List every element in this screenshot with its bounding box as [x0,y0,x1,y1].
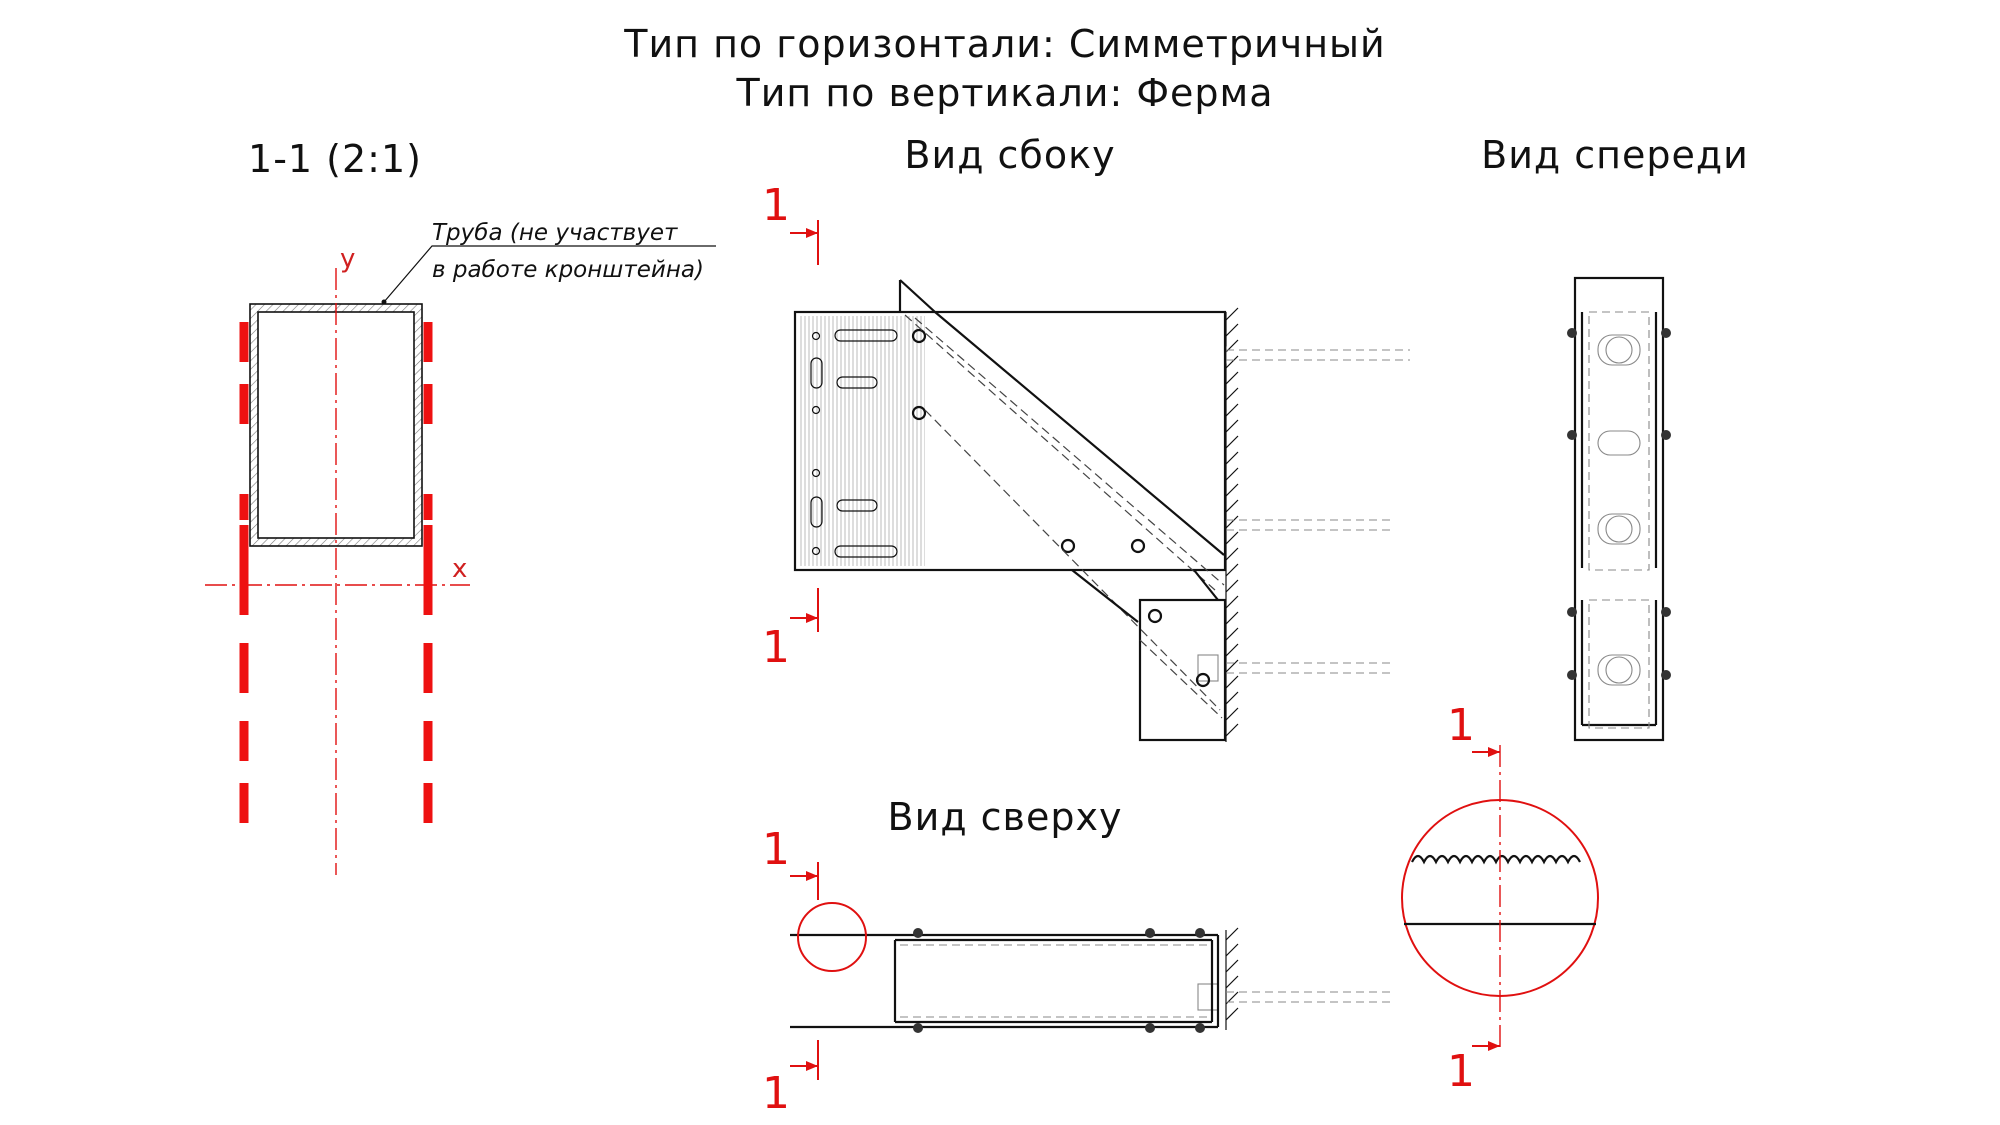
side-section-mark-bottom: 1 [762,588,819,673]
side-view-title: Вид сбоку [904,133,1115,177]
vertical-type-title: Тип по вертикали: Ферма [735,71,1273,115]
wall-hatch [1225,307,1239,737]
front-slots [1597,334,1641,686]
detail-section-mark-top: 1 [1447,700,1500,757]
svg-text:1: 1 [762,824,790,875]
strut-lower [1071,569,1139,623]
top-bolts [913,928,1205,1033]
section-1-1: 1-1 (2:1) Труба (не участвует в работе к… [205,137,716,875]
axis-y-label: y [340,244,355,274]
top-view-title: Вид сверху [888,795,1123,839]
top-view: Вид сверху 1 [762,795,1390,1119]
top-section-mark-bottom: 1 [762,1040,819,1119]
detail-section-mark-bottom: 1 [1447,1041,1500,1097]
top-wall-hatch [1225,927,1239,1021]
side-holes [911,328,1146,554]
svg-text:1: 1 [762,180,790,231]
svg-text:1: 1 [1447,700,1475,751]
front-bolts [1567,328,1671,680]
axis-x-label: x [452,554,467,584]
side-slots [810,329,898,558]
front-view: Вид спереди [1481,133,1749,742]
pipe-note-line2: в работе кронштейна) [432,257,704,283]
pipe-note-leader [383,245,716,303]
section-title: 1-1 (2:1) [248,137,422,181]
detail-serration [1411,854,1581,865]
svg-text:1: 1 [762,1068,790,1119]
top-section-mark-top: 1 [762,824,819,900]
front-hidden-outline [1588,311,1650,571]
horizontal-type-title: Тип по горизонтали: Симметричный [623,22,1386,66]
front-plate-outer [1573,276,1665,742]
side-view: Вид сбоку [762,133,1410,742]
strut-edge-top [934,311,1225,556]
detail-circle-marker [797,902,867,972]
svg-text:1: 1 [1447,1046,1475,1097]
side-anchors [1197,341,1410,682]
svg-text:1: 1 [762,622,790,673]
pipe-note-line1: Труба (не участвует [432,220,678,246]
detail-view: 1 1 [1401,700,1599,1097]
pipe-hatch-band [800,316,925,566]
front-view-title: Вид спереди [1481,133,1749,177]
side-lower-plate [1138,598,1227,742]
side-section-mark-top: 1 [762,180,819,265]
strut-top [899,279,936,313]
